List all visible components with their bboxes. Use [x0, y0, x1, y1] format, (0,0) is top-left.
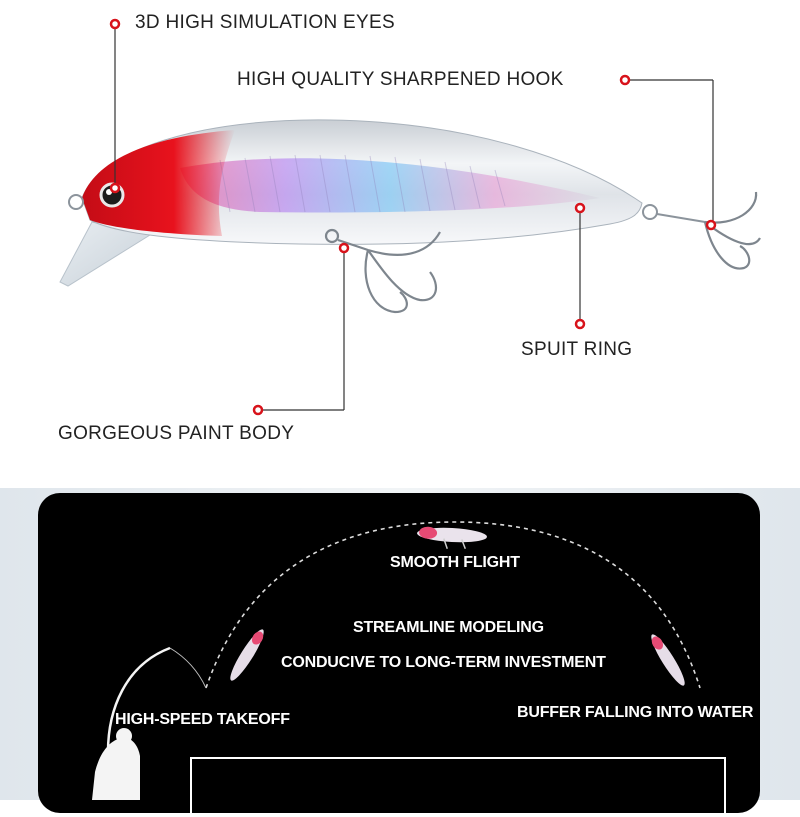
lure-right-icon — [651, 634, 685, 686]
angler-silhouette-icon — [92, 728, 140, 800]
streamline-label: STREAMLINE MODELING — [353, 619, 544, 636]
label-spuit-ring: SPUIT RING — [521, 339, 633, 360]
callout-dots — [109, 18, 717, 416]
label-eyes: 3D HIGH SIMULATION EYES — [135, 12, 395, 33]
buffer-label: BUFFER FALLING INTO WATER — [517, 704, 754, 721]
takeoff-label: HIGH-SPEED TAKEOFF — [115, 711, 290, 728]
water-frame — [190, 757, 726, 817]
nose-ring — [68, 194, 84, 210]
label-hook: HIGH QUALITY SHARPENED HOOK — [237, 69, 564, 90]
tail-ring — [642, 204, 658, 220]
fishing-rod — [106, 646, 171, 753]
belly-treble-hook — [324, 228, 441, 314]
flight-illustration — [92, 521, 701, 800]
flight-arc — [205, 521, 701, 689]
label-paint-body: GORGEOUS PAINT BODY — [58, 423, 295, 444]
lure-illustration — [59, 18, 761, 416]
smooth-flight-label: SMOOTH FLIGHT — [390, 554, 520, 571]
lure-left-icon — [230, 629, 264, 681]
callout-lines — [114, 24, 714, 411]
scale-pattern — [219, 154, 506, 213]
red-head — [82, 130, 235, 236]
holographic-stripe — [180, 158, 600, 213]
lure-top-icon — [417, 526, 487, 550]
conducive-label: CONDUCIVE TO LONG-TERM INVESTMENT — [281, 654, 606, 671]
